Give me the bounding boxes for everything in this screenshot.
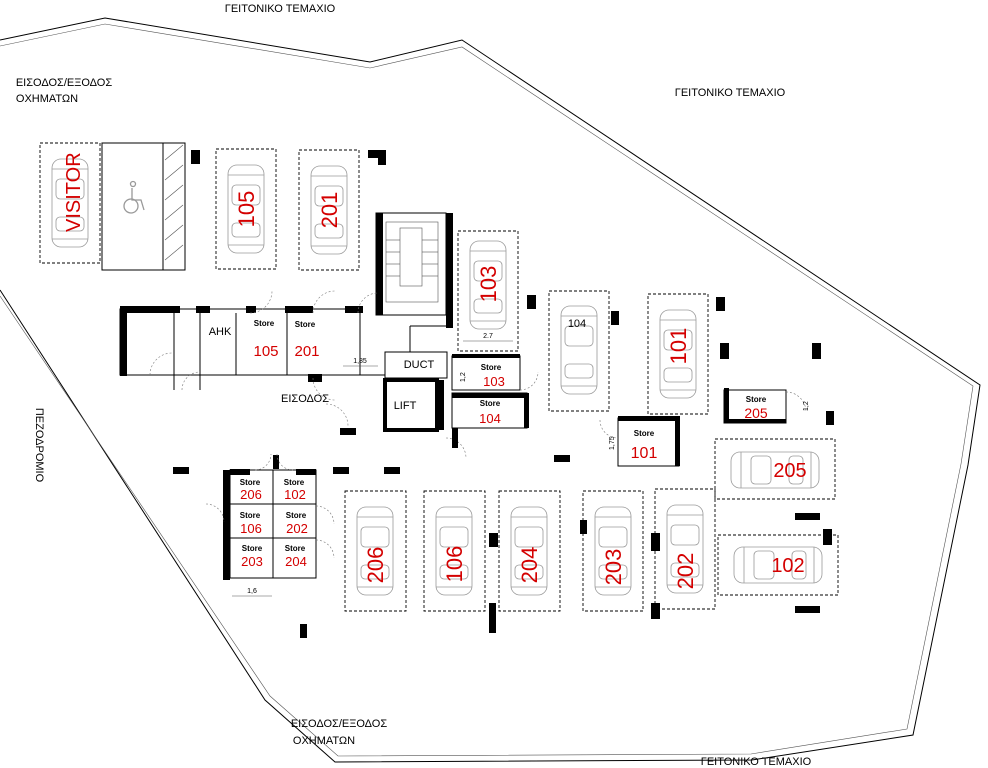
- store-number: 102: [284, 487, 306, 502]
- store-101: Store 101 1,75: [599, 416, 680, 467]
- store-number: 203: [241, 554, 263, 569]
- sidewalk-label: ΠΕΖΟΔΡΟΜΙΟ: [33, 408, 45, 483]
- svg-text:LIFT: LIFT: [394, 400, 417, 412]
- store-205: Store 205 1,2: [723, 388, 810, 424]
- parking-space-102: 102: [717, 534, 839, 596]
- parking-space-106: 106: [423, 490, 486, 612]
- wheelchair-icon: [123, 180, 145, 214]
- svg-text:Store: Store: [284, 478, 305, 487]
- store-203: Store 203: [241, 544, 263, 569]
- svg-text:Store: Store: [480, 399, 501, 408]
- svg-text:Store: Store: [240, 478, 261, 487]
- dimension-label: 1,85: [353, 358, 367, 365]
- parking-space-206: 206: [344, 490, 407, 612]
- store-104: Store 104: [445, 392, 529, 459]
- svg-text:Store: Store: [286, 511, 307, 520]
- neighbor-top-label: ΓΕΙΤΟΝΙΚΟ ΤΕΜΑΧΙΟ: [225, 3, 336, 15]
- store-number: 104: [479, 411, 501, 426]
- store-103: Store 103 1,2: [451, 354, 539, 391]
- vehicle-entrance-bottom-line1: ΕΙΣΟΔΟΣ/ΕΞΟΔΟΣ: [291, 718, 388, 730]
- store-number: 106: [240, 521, 262, 536]
- accessible-parking-space: [101, 142, 186, 271]
- staircase: [375, 212, 453, 328]
- parking-space-205: 205: [714, 438, 836, 500]
- parking-number: 101: [666, 328, 691, 365]
- site-boundary: [0, 17, 981, 763]
- parking-space-201: 201: [298, 149, 360, 271]
- visitor-label: VISITOR: [63, 152, 85, 232]
- store-number: 201: [294, 343, 319, 360]
- parking-space-204: 204: [498, 490, 561, 612]
- store-102: Store 102: [284, 478, 306, 502]
- svg-text:Store: Store: [634, 429, 655, 438]
- parking-space-202: 202: [654, 488, 716, 610]
- parking-number: 105: [234, 191, 259, 228]
- dimension-label: 1,2: [460, 372, 467, 382]
- store-number: 105: [253, 343, 278, 360]
- vehicle-entrance-top-line2: ΟΧΗΜΑΤΩΝ: [16, 93, 78, 105]
- service-rooms-block: ΑΗΚ: [119, 290, 379, 391]
- parking-number: 205: [773, 460, 806, 482]
- parking-number: 104: [568, 318, 586, 330]
- parking-number: 103: [476, 266, 501, 303]
- store-number: 206: [240, 487, 262, 502]
- parking-space-103: 103 2.7: [457, 230, 519, 352]
- store-number: 101: [631, 445, 658, 462]
- store-202: Store 202: [286, 511, 308, 536]
- entrance-corridor: ΕΙΣΟΔΟΣ 1,85: [236, 358, 385, 435]
- svg-text:DUCT: DUCT: [404, 359, 435, 371]
- ahk-label: ΑΗΚ: [209, 326, 232, 338]
- lower-store-block: 1,6: [205, 453, 335, 597]
- hatch-area: [164, 144, 184, 261]
- svg-text:Store: Store: [254, 319, 275, 328]
- svg-text:Store: Store: [285, 544, 306, 553]
- visitor-parking-space: VISITOR: [39, 142, 101, 264]
- parking-number: 102: [771, 555, 804, 577]
- dimension-label: 1,75: [609, 436, 616, 450]
- neighbor-bottom-label: ΓΕΙΤΟΝΙΚΟ ΤΕΜΑΧΙΟ: [701, 756, 812, 768]
- svg-text:Store: Store: [295, 320, 316, 329]
- parking-number: 106: [442, 546, 467, 583]
- parking-number: 204: [517, 547, 542, 584]
- parking-number: 203: [601, 549, 626, 586]
- dimension-label: 1,6: [247, 588, 257, 595]
- parking-space-105: 105: [215, 148, 277, 270]
- duct-shaft: DUCT: [384, 351, 448, 379]
- store-106: Store 106: [240, 511, 262, 536]
- svg-text:Store: Store: [746, 395, 767, 404]
- store-206: Store 206: [240, 478, 262, 502]
- store-number: 204: [285, 554, 307, 569]
- parking-number: 201: [317, 192, 342, 229]
- dimension-label: 2.7: [483, 333, 493, 340]
- parking-number: 202: [673, 553, 698, 590]
- columns: [173, 150, 834, 638]
- lift-shaft: LIFT: [383, 325, 446, 432]
- parking-number: 206: [363, 547, 388, 584]
- store-204: Store 204: [285, 544, 307, 569]
- store-number: 205: [744, 405, 768, 421]
- store-201: Store 201: [294, 320, 319, 360]
- store-number: 103: [483, 374, 505, 389]
- store-number: 202: [286, 521, 308, 536]
- entrance-label: ΕΙΣΟΔΟΣ: [281, 393, 329, 405]
- svg-text:Store: Store: [481, 363, 502, 372]
- vehicle-entrance-bottom-line2: ΟΧΗΜΑΤΩΝ: [293, 735, 355, 747]
- parking-space-101: 101: [647, 293, 709, 415]
- parking-space-104: 104: [548, 290, 610, 412]
- svg-text:Store: Store: [242, 544, 263, 553]
- vehicle-entrance-top-line1: ΕΙΣΟΔΟΣ/ΕΞΟΔΟΣ: [16, 77, 113, 89]
- dimension-label: 1,2: [803, 401, 810, 411]
- parking-space-203: 203: [582, 490, 644, 612]
- store-105: Store 105: [253, 319, 278, 360]
- neighbor-right-label: ΓΕΙΤΟΝΙΚΟ ΤΕΜΑΧΙΟ: [675, 87, 786, 99]
- svg-text:Store: Store: [240, 511, 261, 520]
